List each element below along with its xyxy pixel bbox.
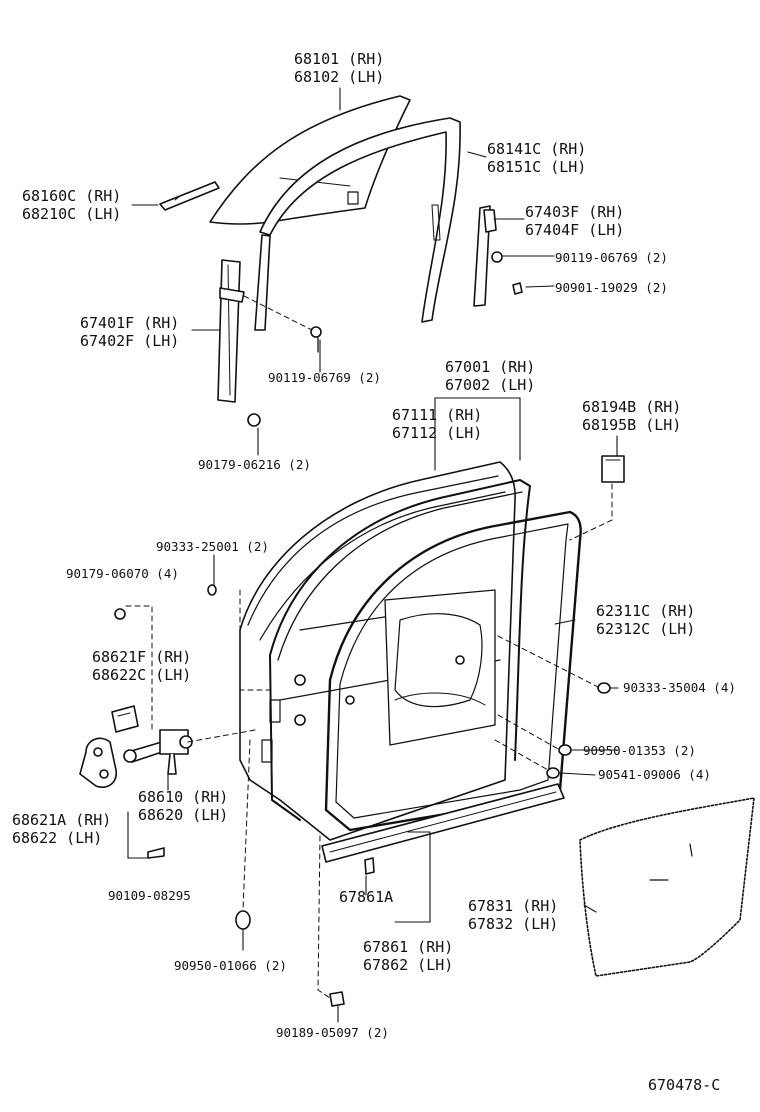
hinge-bracket	[111, 705, 139, 733]
label-90901: 90901-19029 (2)	[555, 280, 668, 295]
label-67832: 67832 (LH)	[468, 915, 559, 933]
label-67112: 67112 (LH)	[392, 424, 483, 442]
label-90333-35004: 90333-35004 (4)	[623, 680, 736, 695]
label-67862: 67862 (LH)	[363, 956, 454, 974]
label-68151c: 68151C (LH)	[487, 158, 587, 176]
small-fasteners	[114, 584, 611, 1007]
opening-weatherstrip	[324, 510, 582, 832]
label-67861: 67861 (RH)	[363, 938, 454, 956]
label-90109-08295: 90109-08295	[108, 888, 191, 903]
label-67111: 67111 (RH)	[392, 406, 483, 424]
label-68622: 68622 (LH)	[12, 829, 103, 847]
label-68141c: 68141C (RH)	[487, 140, 587, 158]
service-cover-small	[601, 455, 625, 483]
label-90333-25001: 90333-25001 (2)	[156, 539, 269, 554]
label-68101: 68101 (RH)	[294, 50, 385, 68]
label-67831: 67831 (RH)	[468, 897, 559, 915]
diagram-id: 670478-C	[648, 1076, 721, 1094]
label-90179-06216: 90179-06216 (2)	[198, 457, 311, 472]
dashed-leaders	[125, 295, 613, 999]
label-68102: 68102 (LH)	[294, 68, 385, 86]
door-moulding	[321, 783, 565, 863]
label-68620: 68620 (LH)	[138, 806, 229, 824]
label-67861a: 67861A	[339, 888, 394, 906]
leader-lines	[127, 87, 619, 1023]
front-lower-frame	[217, 259, 322, 427]
rear-lower-frame	[473, 205, 523, 307]
door-weatherstrip	[269, 479, 531, 821]
label-68194b: 68194B (RH)	[582, 398, 682, 416]
label-90541-09006: 90541-09006 (4)	[598, 767, 711, 782]
service-hole-cover	[579, 797, 755, 977]
label-90119-rear: 90119-06769 (2)	[555, 250, 668, 265]
label-68195b: 68195B (LH)	[582, 416, 682, 434]
label-90189-05097: 90189-05097 (2)	[276, 1025, 389, 1040]
label-68621a: 68621A (RH)	[12, 811, 112, 829]
door-panel	[239, 461, 516, 841]
label-68210c: 68210C (LH)	[22, 205, 122, 223]
label-90179-06070: 90179-06070 (4)	[66, 566, 179, 581]
label-67001: 67001 (RH)	[445, 358, 536, 376]
label-67403f: 67403F (RH)	[525, 203, 625, 221]
label-68622c: 68622C (LH)	[92, 666, 192, 684]
label-90950-01353: 90950-01353 (2)	[583, 743, 696, 758]
label-90950-01066: 90950-01066 (2)	[174, 958, 287, 973]
label-68610: 68610 (RH)	[138, 788, 229, 806]
label-67002: 67002 (LH)	[445, 376, 536, 394]
label-90119-front: 90119-06769 (2)	[268, 370, 381, 385]
label-68621f: 68621F (RH)	[92, 648, 192, 666]
label-67404f: 67404F (LH)	[525, 221, 625, 239]
door-glass	[209, 95, 411, 225]
door-check	[123, 729, 193, 775]
label-62311c: 62311C (RH)	[596, 602, 696, 620]
glass-channel	[159, 181, 220, 211]
label-67401f: 67401F (RH)	[80, 314, 180, 332]
glass-run-channel	[254, 117, 461, 331]
door-hinge	[79, 737, 117, 788]
label-67402f: 67402F (LH)	[80, 332, 180, 350]
label-62312c: 62312C (LH)	[596, 620, 696, 638]
label-68160c: 68160C (RH)	[22, 187, 122, 205]
